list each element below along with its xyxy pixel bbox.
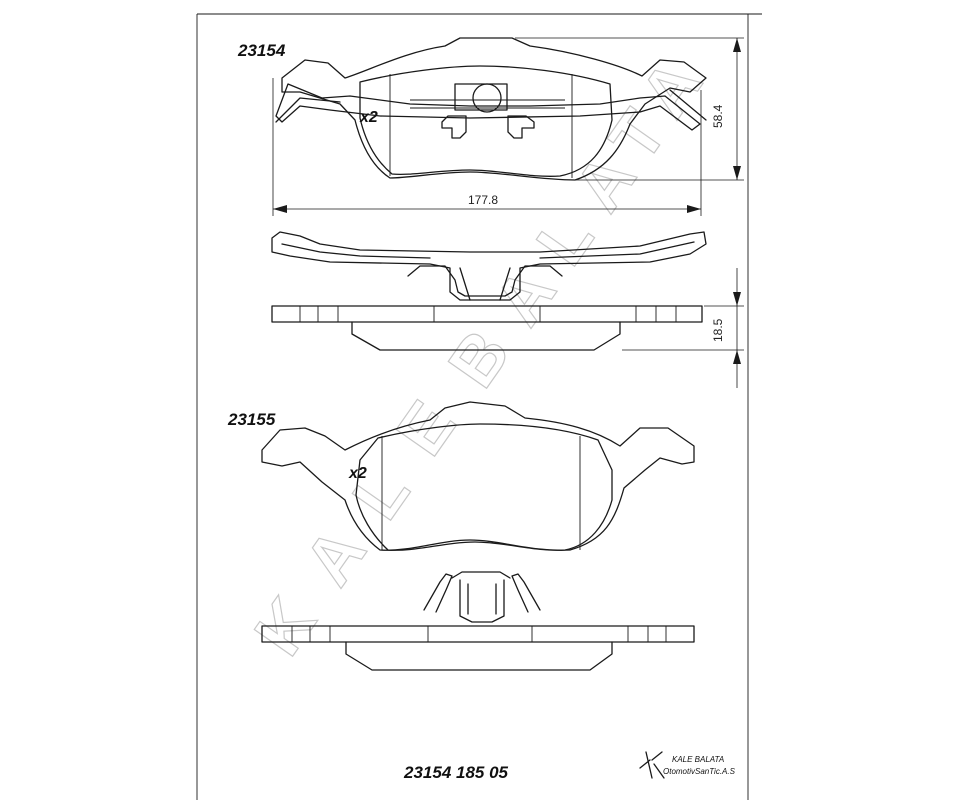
pad-23154-edge-view bbox=[271, 305, 703, 351]
logo-line1: KALE BALATA bbox=[672, 755, 724, 764]
pad-23154-front-view: 23154 x2 bbox=[237, 37, 707, 181]
logo-line2: OtomotivSanTic.A.S bbox=[663, 767, 736, 776]
drawing-frame bbox=[196, 13, 762, 800]
part-number-top: 23154 bbox=[237, 41, 286, 60]
pad-23154-spring-view bbox=[271, 231, 707, 301]
watermark-letter: L bbox=[522, 201, 608, 279]
watermark-letter: A bbox=[290, 515, 380, 599]
dimension-thickness-label: 18.5 bbox=[711, 318, 725, 342]
watermark: K A L E B A L A T A bbox=[239, 46, 717, 669]
pad-23155-edge-view bbox=[261, 625, 695, 671]
dimension-width-label: 177.8 bbox=[468, 193, 498, 207]
dimension-height-label: 58.4 bbox=[711, 104, 725, 128]
watermark-letter: K bbox=[240, 585, 330, 669]
footer-reference: 23154 185 05 bbox=[403, 763, 509, 782]
footer: 23154 185 05 KALE BALATA OtomotivSanTic.… bbox=[403, 751, 736, 782]
kale-logo-icon bbox=[639, 751, 665, 779]
quantity-bottom: x2 bbox=[348, 465, 367, 482]
dimension-thickness: 18.5 bbox=[622, 268, 744, 388]
watermark-letter: B bbox=[434, 317, 524, 401]
dimension-width: 177.8 bbox=[272, 78, 702, 216]
pad-23155-clip-view bbox=[423, 571, 541, 623]
pad-23155-front-view: 23155 x2 bbox=[227, 401, 695, 551]
dimension-height: 58.4 bbox=[515, 37, 744, 181]
quantity-top: x2 bbox=[359, 109, 378, 126]
part-number-bottom: 23155 bbox=[227, 410, 276, 429]
